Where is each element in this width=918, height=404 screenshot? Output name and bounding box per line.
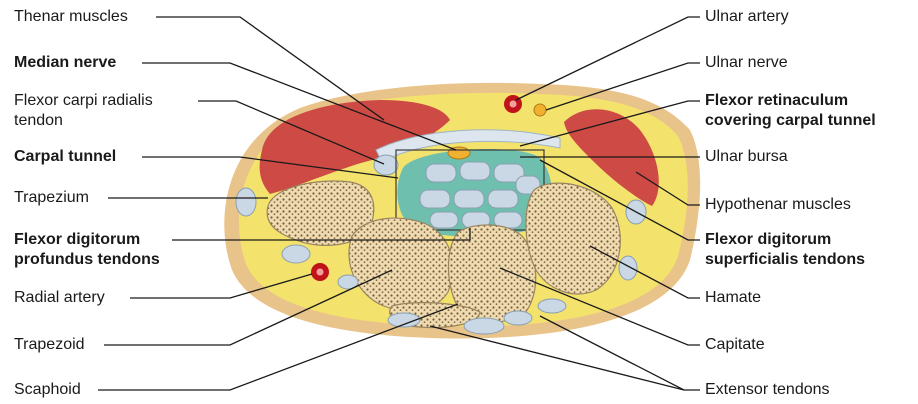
label-median-nerve: Median nerve bbox=[14, 53, 116, 73]
label-flexor-retinaculum-line2: covering carpal tunnel bbox=[705, 111, 876, 131]
label-trapezium: Trapezium bbox=[14, 188, 89, 208]
ulnar-nerve bbox=[534, 104, 546, 116]
label-hamate: Hamate bbox=[705, 288, 761, 308]
label-fcr-tendon: tendon bbox=[14, 111, 63, 131]
label-extensor-tendons: Extensor tendons bbox=[705, 380, 830, 400]
label-flexor-carpi-radialis: Flexor carpi radialis bbox=[14, 91, 153, 111]
label-flexor-retinaculum-line1: Flexor retinaculum bbox=[705, 91, 848, 111]
label-trapezoid: Trapezoid bbox=[14, 335, 85, 355]
label-capitate: Capitate bbox=[705, 335, 765, 355]
label-fdp-line2: profundus tendons bbox=[14, 250, 160, 270]
label-thenar-muscles: Thenar muscles bbox=[14, 7, 128, 27]
label-scaphoid: Scaphoid bbox=[14, 380, 81, 400]
label-ulnar-bursa: Ulnar bursa bbox=[705, 147, 788, 167]
label-radial-artery: Radial artery bbox=[14, 288, 105, 308]
label-hypothenar-muscles: Hypothenar muscles bbox=[705, 195, 851, 215]
label-fds-line1: Flexor digitorum bbox=[705, 230, 831, 250]
label-fdp-line1: Flexor digitorum bbox=[14, 230, 140, 250]
label-ulnar-nerve: Ulnar nerve bbox=[705, 53, 788, 73]
label-ulnar-artery: Ulnar artery bbox=[705, 7, 789, 27]
label-carpal-tunnel: Carpal tunnel bbox=[14, 147, 116, 167]
fcr-tendon bbox=[374, 155, 398, 175]
label-fds-line2: superficialis tendons bbox=[705, 250, 865, 270]
